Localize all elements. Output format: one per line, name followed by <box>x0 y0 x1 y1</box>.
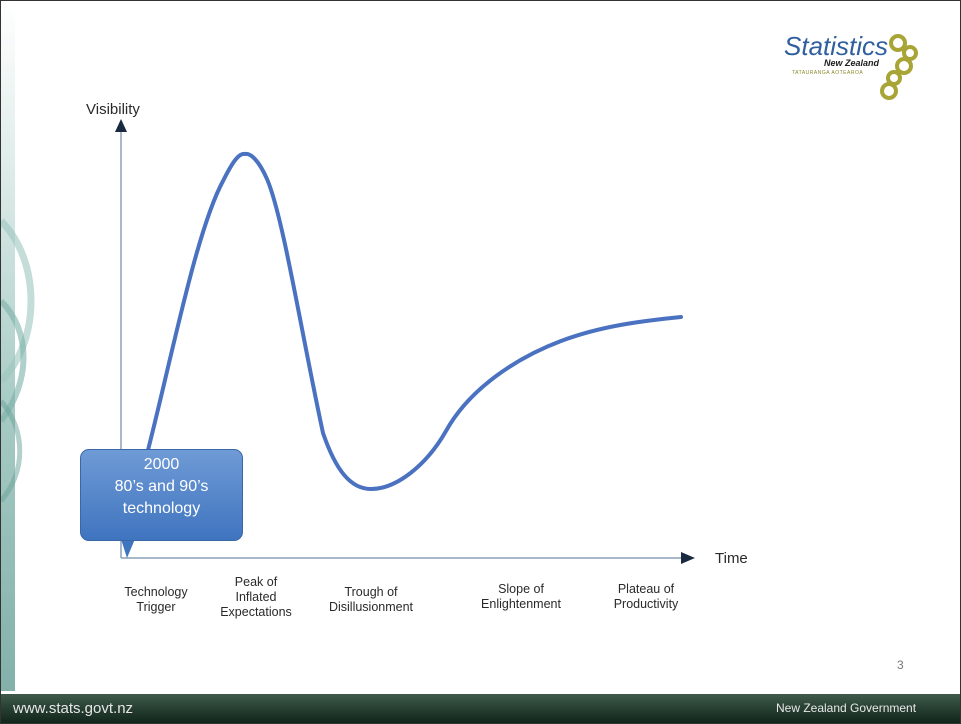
statistics-nz-logo: Statistics New Zealand TATAURANGA AOTEAR… <box>784 31 934 111</box>
x-axis-arrowhead <box>681 552 695 564</box>
koru-chain-icon <box>880 34 918 100</box>
page-number: 3 <box>897 658 904 672</box>
callout-2000: 2000 80’s and 90’s technology <box>80 449 243 541</box>
logo-wordmark: Statistics <box>784 31 889 61</box>
logo-subtitle: New Zealand <box>824 58 880 68</box>
phase-label-plateau: Plateau of Productivity <box>613 582 679 611</box>
footer-bar: www.stats.govt.nz New Zealand Government <box>1 694 960 723</box>
phase-label-slope: Slope of Enlightenment <box>481 582 561 611</box>
callout-year: 2000 <box>143 456 180 473</box>
phase-label-peak: Peak of Inflated Expectations <box>220 575 292 619</box>
phase-label-technology-trigger: Technology Trigger <box>124 585 188 614</box>
footer-government-text: New Zealand Government <box>776 701 917 715</box>
x-axis-label: Time <box>715 550 748 567</box>
y-axis-label: Visibility <box>86 101 140 118</box>
callout-pointer <box>121 539 135 558</box>
hype-curve <box>145 151 683 492</box>
logo-maori-text: TATAURANGA AOTEAROA <box>792 70 864 76</box>
callout-line3: technology <box>122 500 201 517</box>
footer-url-link[interactable]: www.stats.govt.nz <box>13 700 134 717</box>
callout-line2: 80’s and 90’s <box>114 478 209 495</box>
decorative-swirl <box>1 1 35 691</box>
y-axis-arrowhead <box>115 119 127 132</box>
phase-label-trough: Trough of Disillusionment <box>328 585 414 614</box>
